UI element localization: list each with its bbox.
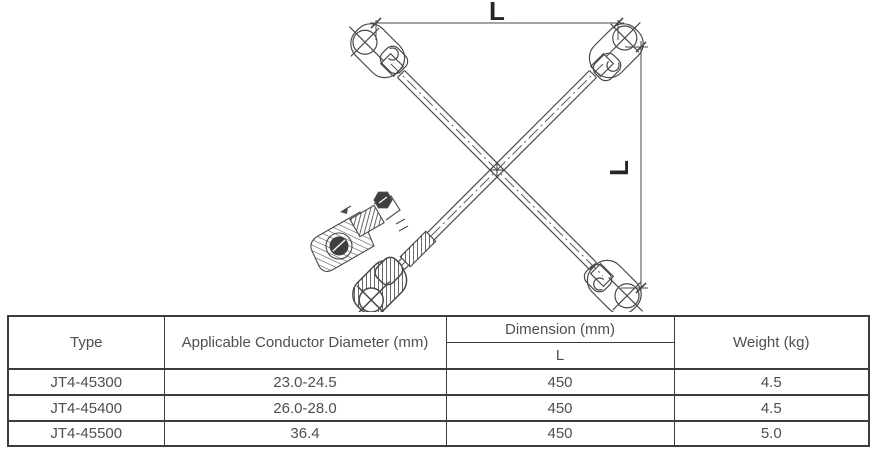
keeper-plate: [349, 204, 385, 238]
clamp-exploded-detail: [310, 191, 409, 272]
bolt-ring: [325, 232, 353, 260]
dimension-label-top: L: [489, 0, 505, 26]
clamp-bottom-left-hatched: [352, 256, 408, 312]
col-header-weight: Weight (kg): [673, 315, 870, 370]
cell-length: 450: [445, 368, 675, 396]
table-row: JT4-45400 26.0-28.0 450 4.5: [7, 394, 870, 422]
dimension-line-right: [621, 41, 648, 294]
clamp-top-left: [348, 23, 409, 79]
col-header-type: Type: [7, 315, 165, 370]
cell-diameter: 23.0-24.5: [163, 368, 447, 396]
dimension-line-top: [370, 17, 624, 40]
spacer-arm-rods: [397, 70, 597, 270]
cell-length: 450: [445, 394, 675, 422]
cell-weight: 4.5: [673, 368, 870, 396]
cell-weight: 4.5: [673, 394, 870, 422]
clamp-bottom-right: [583, 259, 644, 312]
cell-weight: 5.0: [673, 420, 870, 447]
center-cross-mark: [489, 162, 505, 178]
cell-type: JT4-45300: [7, 368, 165, 396]
cell-diameter: 36.4: [163, 420, 447, 447]
spec-table: Type Applicable Conductor Diameter (mm) …: [7, 315, 870, 447]
col-subheader-L: L: [445, 341, 675, 370]
cell-type: JT4-45500: [7, 420, 165, 447]
col-header-diameter: Applicable Conductor Diameter (mm): [163, 315, 447, 370]
table-row: JT4-45500 36.4 450 5.0: [7, 420, 870, 447]
cell-type: JT4-45400: [7, 394, 165, 422]
col-header-dimension: Dimension (mm): [445, 315, 675, 343]
spacer-damper-diagram: L L: [310, 0, 648, 312]
table-row: JT4-45300 23.0-24.5 450 4.5: [7, 368, 870, 396]
hatched-rod-section: [399, 230, 437, 268]
dimension-label-right: L: [604, 160, 634, 176]
cell-length: 450: [445, 420, 675, 447]
cell-diameter: 26.0-28.0: [163, 394, 447, 422]
